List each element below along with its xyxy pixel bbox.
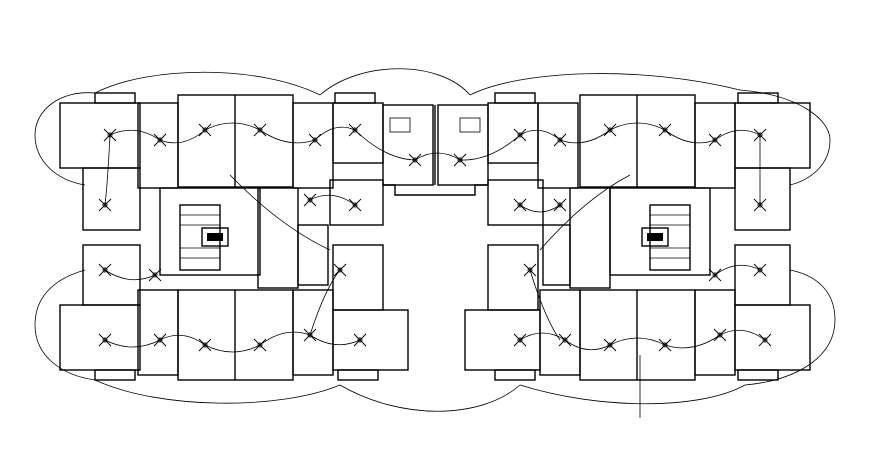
ceiling-fan-icon <box>98 263 112 277</box>
ceiling-fan-icon <box>513 128 527 142</box>
outer-boundary <box>34 68 836 418</box>
wiring-arc <box>664 129 716 144</box>
ceiling-fan-icon <box>408 153 422 167</box>
right-block-walls <box>437 92 811 381</box>
wiring-arc <box>204 122 261 131</box>
wiring-arc <box>414 152 461 161</box>
ceiling-fan-icon <box>348 123 362 137</box>
ceiling-fan-icon <box>708 133 722 147</box>
ceiling-fan-icon <box>513 333 527 347</box>
ceiling-fan-icon <box>198 123 212 137</box>
wiring-arc <box>314 126 356 141</box>
ceiling-fan-icon <box>303 328 317 342</box>
wiring-arc <box>519 204 561 213</box>
ceiling-fan-icon <box>558 333 572 347</box>
ceiling-fan-icon <box>453 153 467 167</box>
ceiling-fan-icon <box>513 198 527 212</box>
ceiling-fan-icon <box>303 193 317 207</box>
wiring-arc <box>229 174 331 251</box>
ceiling-fan-icon <box>148 268 162 282</box>
ceiling-fan-icon <box>333 263 347 277</box>
wiring-arc <box>609 337 666 346</box>
wiring-arc <box>519 332 566 341</box>
wiring-arc <box>519 129 561 141</box>
ceiling-fan-icon <box>553 133 567 147</box>
ceiling-fan-icon <box>713 328 727 342</box>
ceiling-fan-icon <box>153 333 167 347</box>
ceiling-fan-icon <box>103 128 117 142</box>
ceiling-fan-icon <box>708 268 722 282</box>
wiring-arc <box>259 331 311 346</box>
ceiling-fan-icon <box>658 338 672 352</box>
wiring-arc <box>564 339 611 351</box>
wiring-arc <box>159 334 206 346</box>
wiring-arc <box>529 269 561 341</box>
ceiling-fan-icon <box>98 198 112 212</box>
ceiling-fan-icon <box>753 263 767 277</box>
ceiling-fan-icon <box>353 333 367 347</box>
ceiling-fan-icon <box>348 198 362 212</box>
ceiling-fan-symbols <box>98 123 772 352</box>
wiring-arc <box>159 129 206 144</box>
wiring-arc <box>104 269 156 281</box>
ceiling-fan-icon <box>753 198 767 212</box>
wiring-arc <box>309 194 356 206</box>
wiring-arc <box>459 134 521 161</box>
wiring-arc <box>664 334 721 349</box>
wiring-arc <box>559 129 611 144</box>
wiring-arc <box>714 129 761 141</box>
central-corridor <box>383 105 488 196</box>
wiring-arc <box>104 339 161 348</box>
left-block-walls <box>59 92 434 381</box>
wiring-arc <box>259 129 316 144</box>
ceiling-fan-icon <box>553 198 567 212</box>
ceiling-fan-icon <box>658 123 672 137</box>
ceiling-fan-icon <box>603 338 617 352</box>
ceiling-fan-icon <box>758 333 772 347</box>
ceiling-fan-icon <box>253 123 267 137</box>
wiring-arc <box>539 174 631 251</box>
wiring-arc <box>109 129 161 141</box>
ceiling-fan-icon <box>98 333 112 347</box>
wiring-arc <box>609 122 666 131</box>
wiring-arc <box>354 129 416 161</box>
wiring-arc <box>309 334 361 346</box>
electrical-wiring <box>104 122 766 353</box>
wiring-arc <box>719 329 766 341</box>
ceiling-fan-icon <box>253 338 267 352</box>
ceiling-fan-icon <box>153 133 167 147</box>
wiring-arc <box>309 269 341 336</box>
left-stair-core <box>179 204 229 271</box>
wiring-arc <box>714 264 761 276</box>
ceiling-fan-icon <box>603 123 617 137</box>
ceiling-fan-icon <box>198 338 212 352</box>
wiring-arc <box>204 344 261 353</box>
right-stair-core <box>641 204 691 271</box>
ceiling-fan-icon <box>753 128 767 142</box>
wiring-arc <box>104 134 111 206</box>
ceiling-fan-icon <box>308 133 322 147</box>
ceiling-fan-icon <box>523 263 537 277</box>
